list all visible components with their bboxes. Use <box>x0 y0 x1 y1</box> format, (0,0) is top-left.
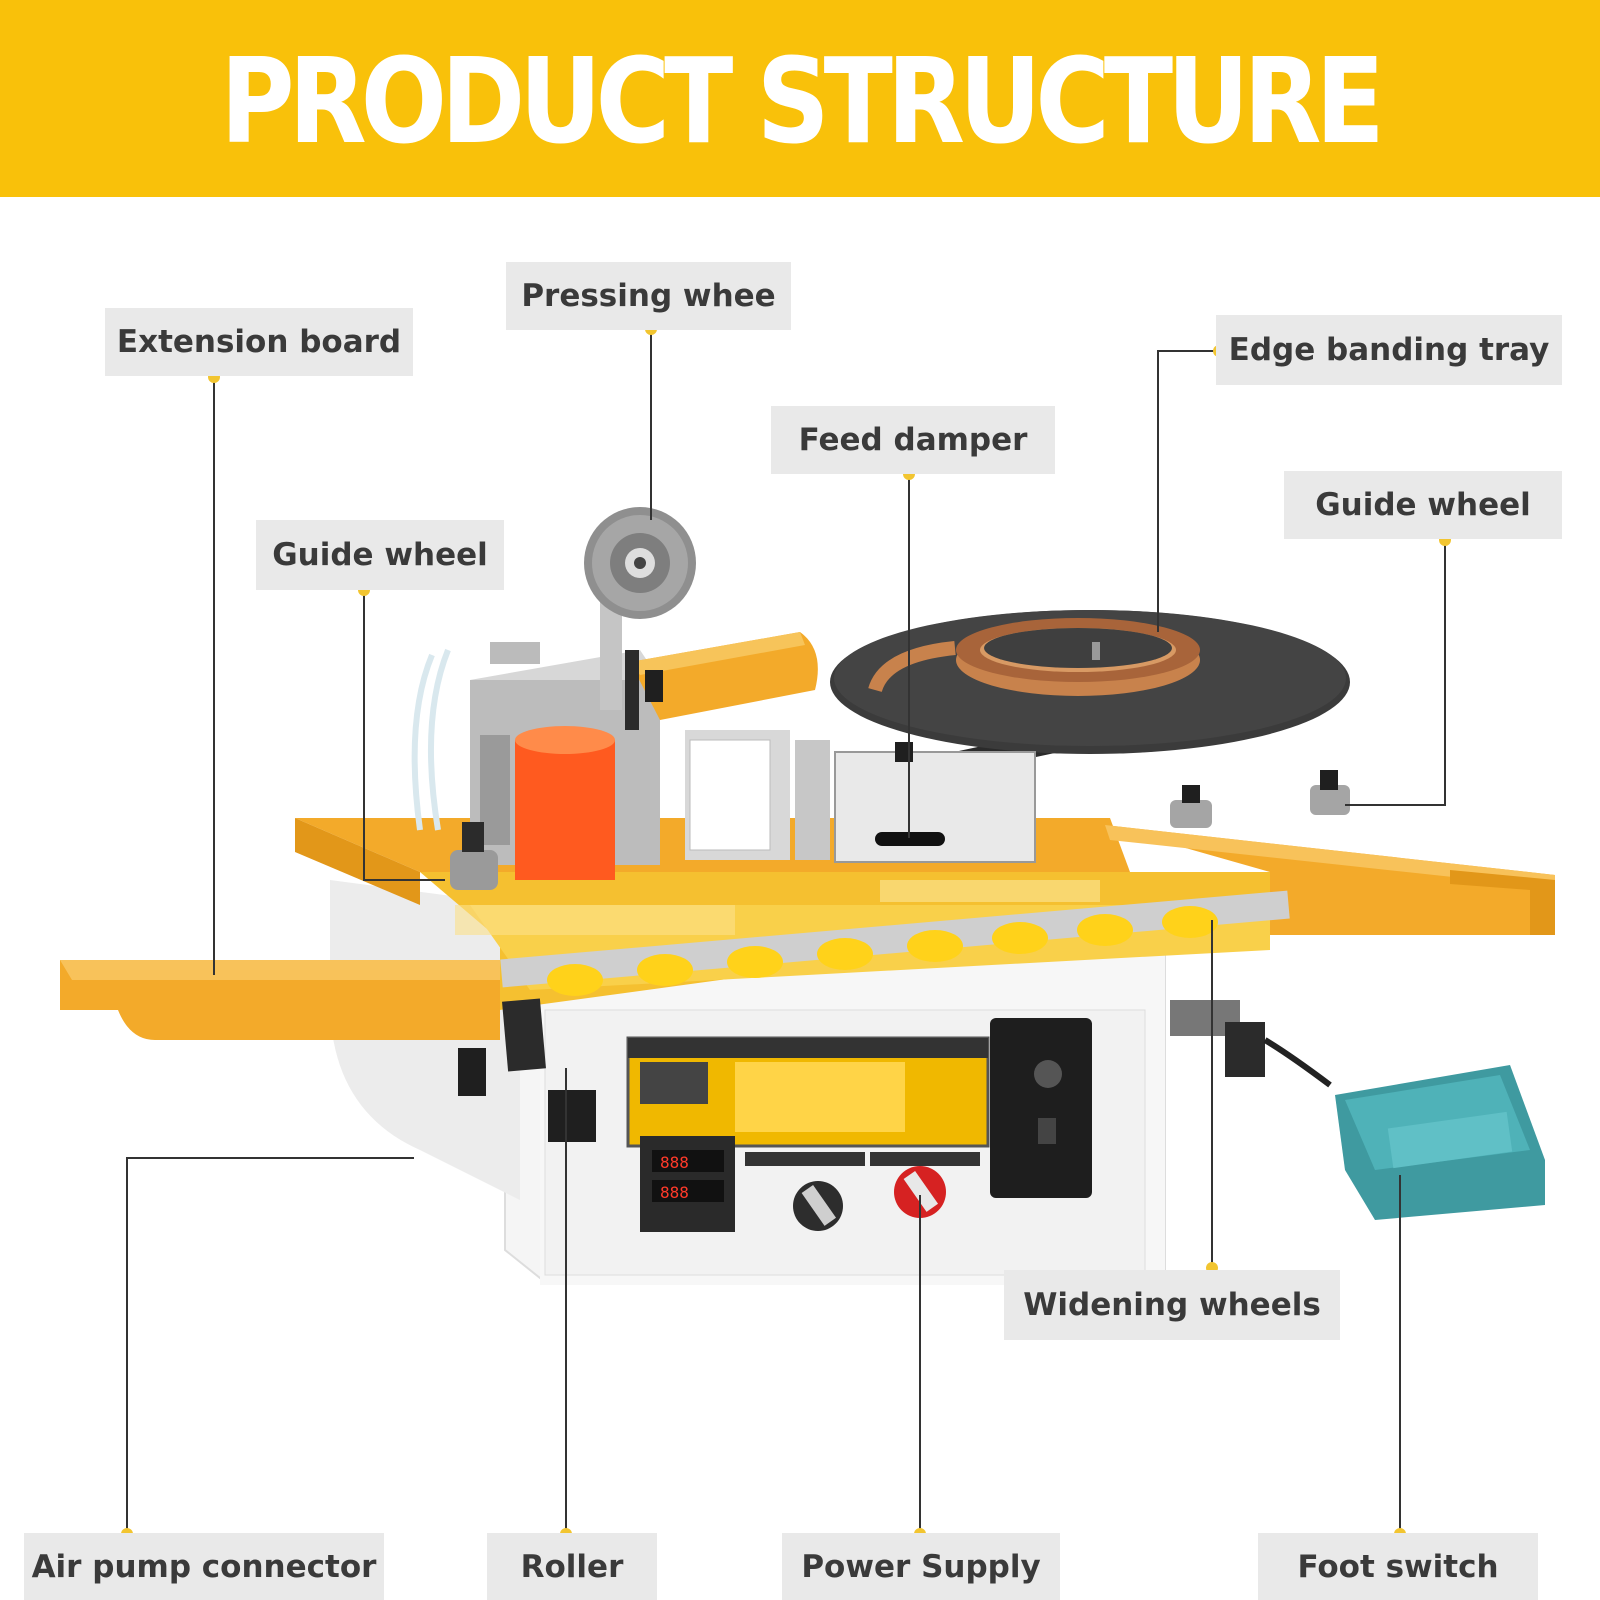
label-roller: Roller <box>487 1533 657 1600</box>
foot-switch-part <box>1263 1037 1545 1220</box>
svg-text:888: 888 <box>660 1153 689 1172</box>
label-foot-switch: Foot switch <box>1258 1533 1538 1600</box>
label-air-pump-connector: Air pump connector <box>24 1533 384 1600</box>
label-edge-banding-tray: Edge banding tray <box>1216 315 1562 385</box>
label-guide-wheel-left: Guide wheel <box>256 520 504 590</box>
header-banner: PRODUCT STRUCTURE <box>0 0 1600 197</box>
guide-wheel-parts <box>450 742 1350 890</box>
leader-lines <box>126 329 1446 1534</box>
label-guide-wheel-right: Guide wheel <box>1284 471 1562 539</box>
label-power-supply: Power Supply <box>782 1533 1060 1600</box>
label-pressing-wheel: Pressing whee <box>506 262 791 330</box>
roller-row <box>458 890 1290 1142</box>
svg-text:888: 888 <box>660 1183 689 1202</box>
label-feed-damper: Feed damper <box>771 406 1055 474</box>
label-widening-wheels: Widening wheels <box>1004 1270 1340 1340</box>
pressing-wheel-part <box>584 507 696 619</box>
edge-banding-tray-part <box>830 610 1350 773</box>
control-panel: 888 888 <box>626 1018 1092 1232</box>
page-title: PRODUCT STRUCTURE <box>220 31 1386 170</box>
label-extension-board: Extension board <box>105 308 413 376</box>
